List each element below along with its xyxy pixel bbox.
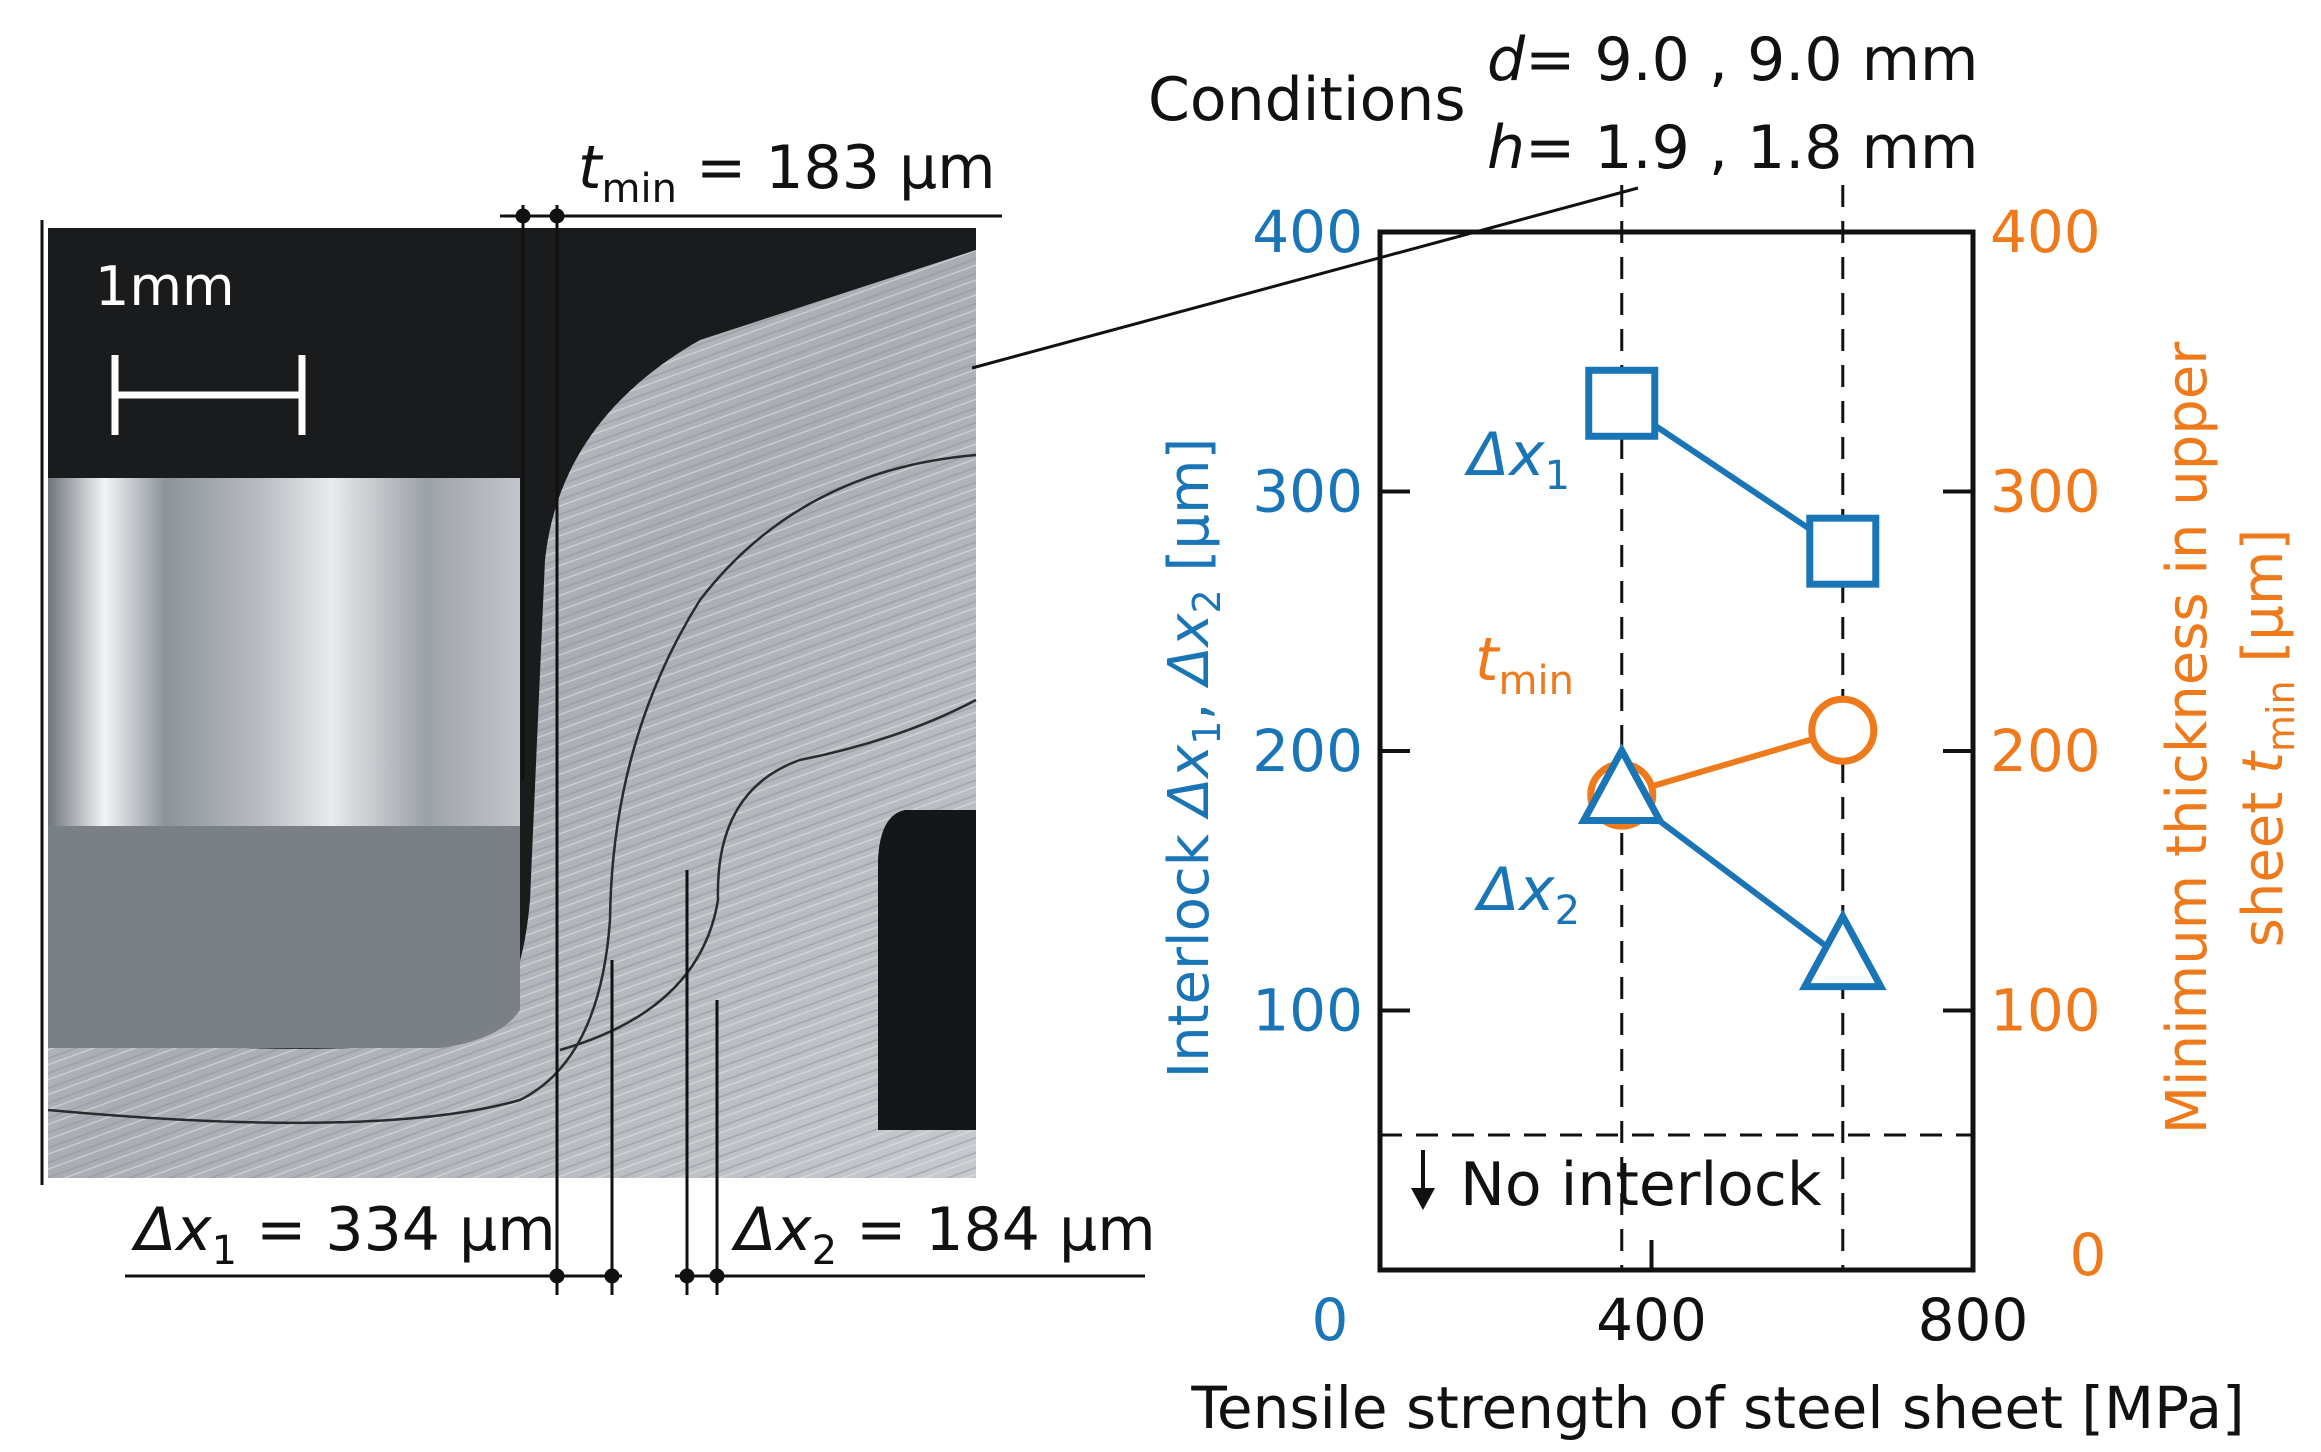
scale-bar-label: 1mm	[95, 255, 235, 318]
series-label-tmin: tmin	[1475, 625, 1574, 704]
dx-dimensions	[125, 870, 1145, 1295]
interface-line-1	[47, 453, 977, 1125]
marker-dx2-1	[1798, 909, 1887, 991]
marker-tmin-1	[1808, 695, 1878, 765]
y-right-tick-label-zero: 0	[2070, 1221, 2107, 1289]
marker-dx1-1	[1806, 514, 1880, 588]
y-axis-right-label-line1: Minimum thickness in upper	[2155, 341, 2220, 1135]
series-label-dx2: Δx2	[1474, 855, 1580, 934]
y-left-tick-label: 400	[1252, 198, 1363, 266]
no-interlock-note: No interlock	[1411, 1150, 1822, 1220]
y-axis-right-label-line2: sheet tmin [μm]	[2231, 529, 2303, 948]
conditions-d: d= 9.0 , 9.0 mm	[1487, 25, 1978, 95]
conditions-block: Conditions d= 9.0 , 9.0 mm h= 1.9 , 1.8 …	[1148, 25, 1978, 183]
leader-line	[971, 186, 1639, 370]
punch-tip	[48, 826, 520, 1048]
y-left-tick-label: 100	[1252, 977, 1363, 1045]
down-arrow-head	[1411, 1188, 1435, 1210]
chart: 100 200 300 400 100 200 300 400 0 0 400 800 No inte…	[1157, 185, 2303, 1442]
marker-dx1-0	[1585, 366, 1659, 440]
axis-ticks: 100 200 300 400 100 200 300 400 0 0 400 800	[1252, 198, 2106, 1354]
y-left-tick-label-zero: 0	[1312, 1286, 1349, 1354]
conditions-h: h= 1.9 , 1.8 mm	[1487, 113, 1978, 183]
x-tick-label: 800	[1918, 1286, 2029, 1354]
plot-frame	[1377, 229, 1976, 1273]
interface-line-2	[559, 698, 977, 1052]
series-label-dx1: Δx1	[1464, 420, 1570, 499]
upper-sheet-texture	[48, 228, 976, 1178]
y-left-tick-label: 200	[1252, 717, 1363, 785]
y-axis-left-label: Interlock Δx1, Δx2 [μm]	[1157, 438, 1229, 1079]
punch-body	[48, 478, 520, 826]
lower-cavity	[878, 810, 976, 1130]
series-line-dx1	[1620, 400, 1845, 554]
data-marks	[1577, 366, 1887, 991]
x-tick-label: 400	[1596, 1286, 1707, 1354]
t-min-label: tmin = 183 μm	[578, 133, 996, 212]
no-interlock-label: No interlock	[1460, 1150, 1822, 1220]
x-axis-label: Tensile strength of steel sheet [MPa]	[1190, 1374, 2244, 1442]
y-left-tick-label: 300	[1252, 458, 1363, 526]
y-right-tick-label: 400	[1990, 198, 2101, 266]
dx2-measure-label: Δx2 = 184 μm	[731, 1195, 1156, 1274]
marker-dx2-0	[1577, 743, 1666, 825]
dx1-measure-label: Δx1 = 334 μm	[131, 1195, 556, 1274]
micrograph: 1mm tmin = 183 μm Δx1 = 334 μm Δx2 = 184…	[40, 133, 1639, 1295]
conditions-label: Conditions	[1148, 65, 1466, 135]
y-right-tick-label: 200	[1990, 717, 2101, 785]
series-line-tmin	[1620, 727, 1844, 798]
scale-bar: 1mm	[95, 255, 306, 435]
t-min-dimension	[500, 205, 1002, 1295]
y-right-tick-label: 100	[1990, 977, 2101, 1045]
y-right-tick-label: 300	[1990, 458, 2101, 526]
